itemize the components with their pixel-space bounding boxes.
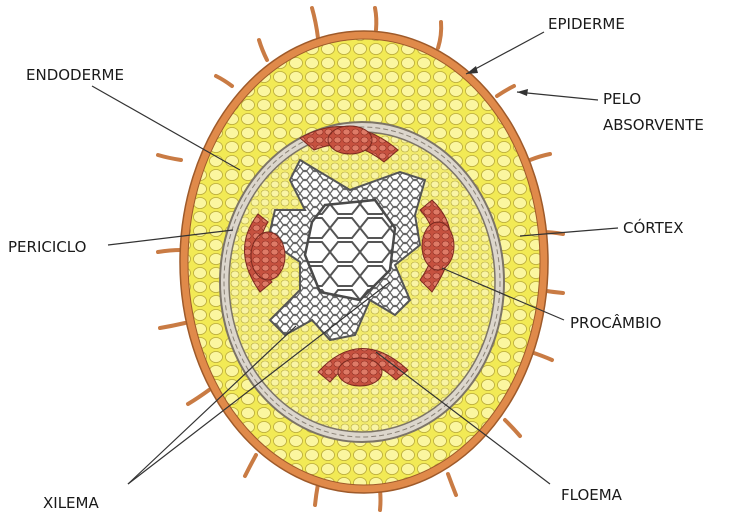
leader-pelo-absorvente [517,92,598,100]
label-pelo-1: PELO [603,90,641,108]
leader-epiderme [466,32,544,74]
label-cortex: CÓRTEX [623,218,684,237]
label-epiderme: EPIDERME [548,15,625,33]
label-procambio: PROCÂMBIO [570,313,661,332]
label-endoderme: ENDODERME [26,66,124,84]
label-pelo-2: ABSORVENTE [603,116,704,134]
label-xilema: XILEMA [43,494,99,512]
label-floema: FLOEMA [561,486,623,504]
label-periciclo: PERICICLO [8,238,86,256]
